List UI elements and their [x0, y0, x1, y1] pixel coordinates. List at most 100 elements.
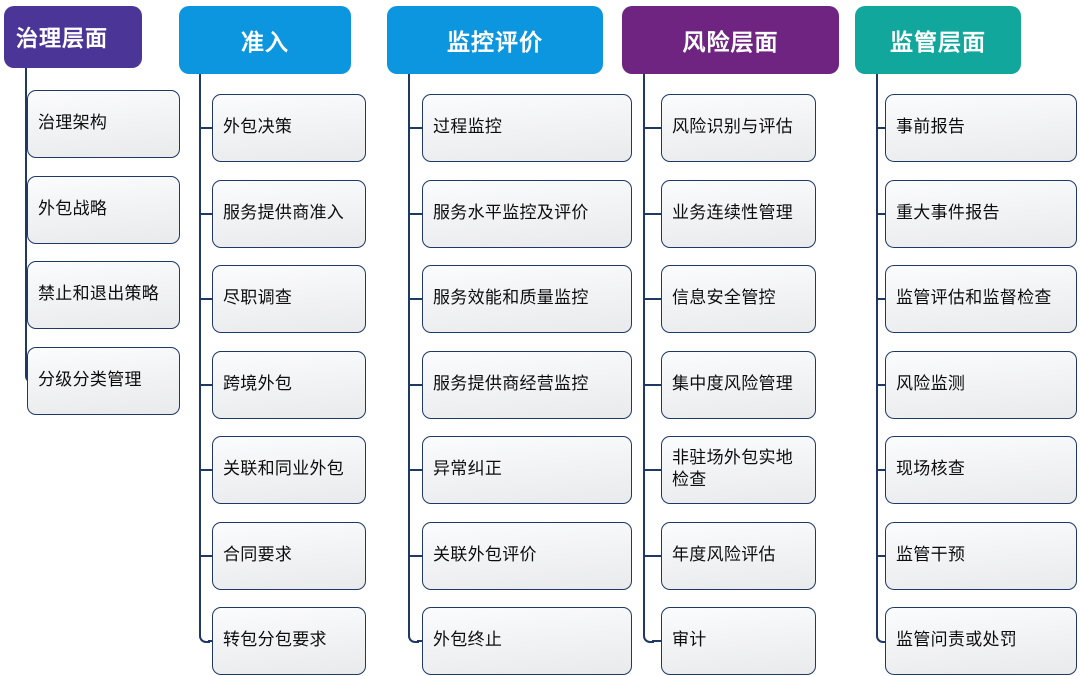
item-box[interactable]: 事前报告: [885, 94, 1077, 162]
connector-stub: [408, 383, 422, 386]
connector-stub: [199, 127, 212, 129]
item-label: 外包决策: [223, 117, 293, 138]
item-box[interactable]: 合同要求: [212, 521, 366, 590]
item-label: 尽职调查: [223, 288, 293, 309]
item-box[interactable]: 现场核查: [885, 436, 1077, 504]
connector-stub: [408, 554, 422, 557]
connector-trunk-foot-5: [876, 632, 887, 643]
connector-trunk-4: [643, 74, 645, 634]
connector-stub: [876, 212, 885, 215]
connector-stub: [643, 554, 661, 557]
item-box[interactable]: 业务连续性管理: [661, 179, 816, 248]
connector-stub: [208, 640, 212, 642]
column-header-5[interactable]: 监管层面: [855, 6, 1021, 74]
item-box[interactable]: 外包终止: [422, 607, 632, 675]
connector-stub: [408, 127, 422, 129]
item-box[interactable]: 分级分类管理: [27, 346, 180, 415]
item-label: 跨境外包: [223, 373, 293, 394]
item-label: 监管问责或处罚: [896, 630, 1018, 651]
item-box[interactable]: 监管评估和监督检查: [885, 265, 1077, 333]
item-box[interactable]: 风险识别与评估: [661, 94, 816, 162]
connector-stub: [643, 469, 661, 471]
connector-stub: [199, 469, 212, 471]
item-label: 业务连续性管理: [672, 202, 794, 223]
connector-stub: [643, 127, 661, 129]
item-box[interactable]: 集中度风险管理: [661, 350, 816, 419]
connector-stub: [25, 208, 27, 211]
item-label: 转包分包要求: [223, 630, 327, 651]
item-box[interactable]: 风险监测: [885, 350, 1077, 419]
item-label: 监管评估和监督检查: [896, 288, 1052, 309]
item-label: 风险监测: [896, 373, 966, 394]
item-box[interactable]: 关联外包评价: [422, 521, 632, 590]
item-label: 服务提供商准入: [223, 202, 345, 223]
connector-stub: [199, 554, 212, 557]
item-label: 异常纠正: [433, 459, 503, 480]
connector-stub: [876, 298, 885, 300]
item-label: 重大事件报告: [896, 202, 1000, 223]
connector-trunk-foot-3: [408, 632, 419, 643]
connector-trunk-3: [408, 74, 410, 634]
item-box[interactable]: 转包分包要求: [212, 607, 366, 675]
item-box[interactable]: 服务效能和质量监控: [422, 265, 632, 333]
item-box[interactable]: 治理架构: [27, 90, 180, 158]
item-label: 分级分类管理: [38, 369, 142, 390]
item-box[interactable]: 非驻场外包实地检查: [661, 436, 816, 504]
item-label: 服务效能和质量监控: [433, 288, 589, 309]
item-box[interactable]: 禁止和退出策略: [27, 261, 180, 329]
connector-stub: [199, 298, 212, 300]
item-box[interactable]: 关联和同业外包: [212, 436, 366, 504]
connector-stub: [876, 469, 885, 471]
item-box[interactable]: 异常纠正: [422, 436, 632, 504]
item-label: 非驻场外包实地检查: [672, 448, 794, 490]
item-label: 合同要求: [223, 544, 293, 565]
item-box[interactable]: 审计: [661, 607, 816, 675]
item-label: 外包战略: [38, 198, 108, 219]
item-label: 事前报告: [896, 117, 966, 138]
item-label: 年度风险评估: [672, 544, 776, 565]
item-box[interactable]: 服务提供商经营监控: [422, 350, 632, 419]
connector-stub: [25, 123, 27, 125]
connector-stub: [408, 469, 422, 471]
connector-trunk-2: [199, 74, 201, 634]
item-box[interactable]: 服务水平监控及评价: [422, 179, 632, 248]
item-label: 治理架构: [38, 113, 108, 134]
item-box[interactable]: 年度风险评估: [661, 521, 816, 590]
item-label: 外包终止: [433, 630, 503, 651]
column-header-3[interactable]: 监控评价: [387, 6, 603, 74]
item-label: 现场核查: [896, 459, 966, 480]
item-label: 关联外包评价: [433, 544, 537, 565]
column-header-1[interactable]: 治理层面: [4, 6, 142, 68]
item-box[interactable]: 信息安全管控: [661, 265, 816, 333]
item-box[interactable]: 外包战略: [27, 175, 180, 244]
column-header-4[interactable]: 风险层面: [622, 6, 839, 74]
item-box[interactable]: 过程监控: [422, 94, 632, 162]
item-box[interactable]: 监管干预: [885, 521, 1077, 590]
connector-stub: [408, 212, 422, 215]
item-box[interactable]: 监管问责或处罚: [885, 607, 1077, 675]
connector-trunk-foot-2: [199, 632, 210, 643]
connector-stub: [199, 383, 212, 386]
item-box[interactable]: 尽职调查: [212, 265, 366, 333]
item-label: 服务提供商经营监控: [433, 373, 589, 394]
item-label: 禁止和退出策略: [38, 284, 160, 305]
connector-stub: [652, 640, 661, 642]
connector-trunk-1: [25, 68, 27, 374]
item-label: 服务水平监控及评价: [433, 202, 589, 223]
connector-stub: [876, 127, 885, 129]
item-box[interactable]: 服务提供商准入: [212, 179, 366, 248]
connector-stub: [417, 640, 422, 642]
item-box[interactable]: 跨境外包: [212, 350, 366, 419]
connector-stub: [876, 554, 885, 557]
item-box[interactable]: 重大事件报告: [885, 179, 1077, 248]
connector-stub: [643, 298, 661, 300]
connector-stub: [25, 294, 27, 296]
column-header-2[interactable]: 准入: [179, 6, 351, 74]
item-label: 信息安全管控: [672, 288, 776, 309]
item-label: 集中度风险管理: [672, 373, 794, 394]
item-label: 审计: [672, 630, 707, 651]
item-box[interactable]: 外包决策: [212, 94, 366, 162]
connector-stub: [643, 212, 661, 215]
connector-trunk-foot-4: [643, 632, 654, 643]
